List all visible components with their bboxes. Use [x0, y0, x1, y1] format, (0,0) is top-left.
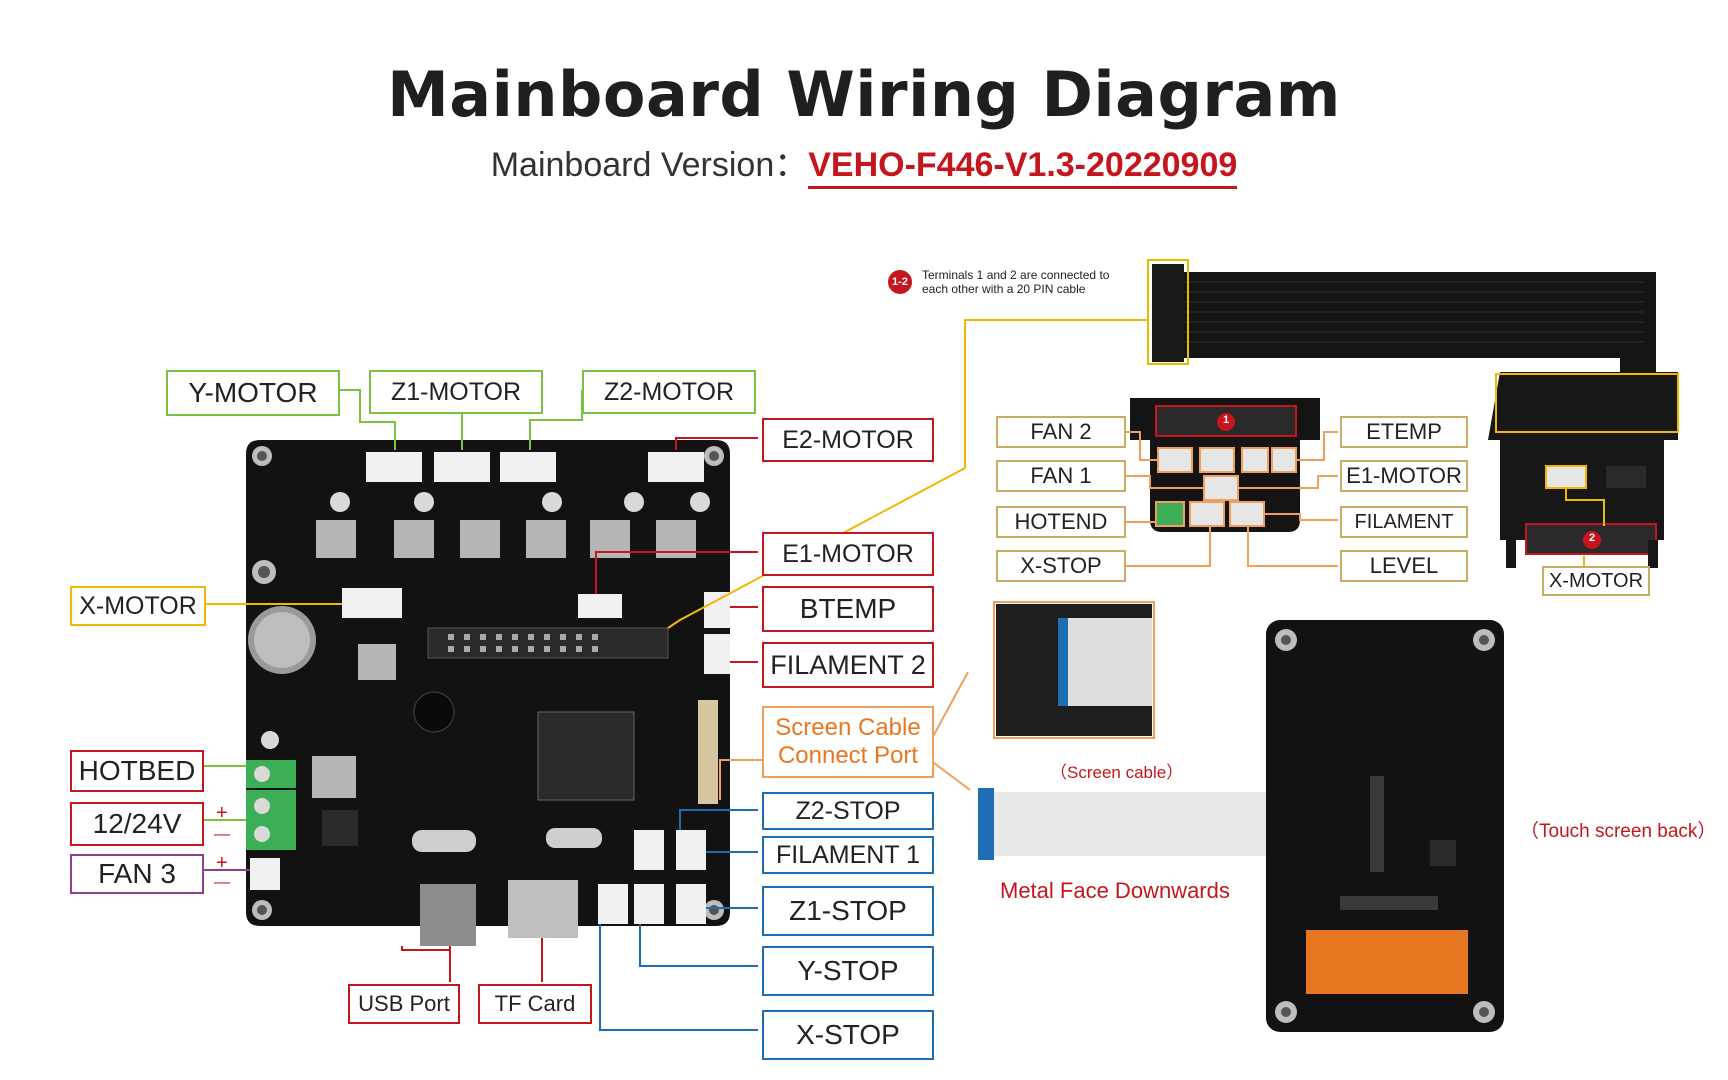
label-screen-cable-port: Screen Cable Connect Port	[762, 706, 934, 778]
note-badge: 1-2	[888, 270, 912, 294]
label-z1-stop: Z1-STOP	[762, 886, 934, 936]
pin-marker-2: 2	[1588, 532, 1596, 544]
caption-touch-screen-back: （Touch screen back）	[1520, 821, 1717, 842]
note-text: Terminals 1 and 2 are connected to each …	[922, 268, 1152, 296]
label-z2-stop: Z2-STOP	[762, 792, 934, 830]
adapter-board-image	[1130, 398, 1320, 532]
page-subtitle: Mainboard Version：VEHO-F446-V1.3-2022090…	[0, 137, 1728, 189]
caption-screen-cable: （Screen cable）	[1050, 763, 1184, 782]
mainboard-image	[246, 440, 730, 946]
note-line-2: each other with a 20 PIN cable	[922, 282, 1086, 296]
label-x-motor-adapter: X-MOTOR	[1542, 566, 1650, 596]
label-z1-motor: Z1-MOTOR	[369, 370, 543, 414]
pin-marker-1: 1	[1222, 414, 1230, 426]
label-screen-cable-line-1: Screen Cable	[775, 714, 921, 741]
label-fan-1: FAN 1	[996, 460, 1126, 492]
polarity-minus-2: —	[214, 874, 230, 891]
polarity-minus-1: —	[214, 826, 230, 843]
label-etemp: ETEMP	[1340, 416, 1468, 448]
label-usb-port: USB Port	[348, 984, 460, 1024]
label-tf-card: TF Card	[478, 984, 592, 1024]
label-level: LEVEL	[1340, 550, 1468, 582]
label-screen-cable-line-2: Connect Port	[777, 742, 919, 769]
label-fan-3: FAN 3	[70, 854, 204, 894]
caption-metal-face: Metal Face Downwards	[1000, 878, 1230, 903]
ribbon-cable-20pin	[1147, 259, 1656, 402]
label-x-stop: X-STOP	[762, 1010, 934, 1060]
label-y-stop: Y-STOP	[762, 946, 934, 996]
label-x-stop-adapter: X-STOP	[996, 550, 1126, 582]
connector-board-image	[1488, 372, 1679, 574]
page-title: Mainboard Wiring Diagram	[387, 58, 1341, 131]
label-x-motor: X-MOTOR	[70, 586, 206, 626]
label-hotend: HOTEND	[996, 506, 1126, 538]
label-12-24v: 12/24V	[70, 802, 204, 846]
label-e1-motor-adapter: E1-MOTOR	[1340, 460, 1468, 492]
label-btemp: BTEMP	[762, 586, 934, 632]
polarity-plus-1: +	[216, 802, 228, 824]
label-e2-motor: E2-MOTOR	[762, 418, 934, 462]
label-e1-motor: E1-MOTOR	[762, 532, 934, 576]
polarity-plus-2: +	[216, 852, 228, 874]
note-line-1: Terminals 1 and 2 are connected to	[922, 268, 1110, 282]
mainboard-version: VEHO-F446-V1.3-20220909	[808, 146, 1238, 189]
label-y-motor: Y-MOTOR	[166, 370, 340, 416]
label-filament-1: FILAMENT 1	[762, 836, 934, 874]
label-filament-2: FILAMENT 2	[762, 642, 934, 688]
touch-screen-back-image	[1266, 620, 1504, 1032]
label-filament-adapter: FILAMENT	[1340, 506, 1468, 538]
subtitle-prefix: Mainboard Version：	[490, 146, 809, 184]
label-z2-motor: Z2-MOTOR	[582, 370, 756, 414]
label-fan-2: FAN 2	[996, 416, 1126, 448]
label-hotbed: HOTBED	[70, 750, 204, 792]
